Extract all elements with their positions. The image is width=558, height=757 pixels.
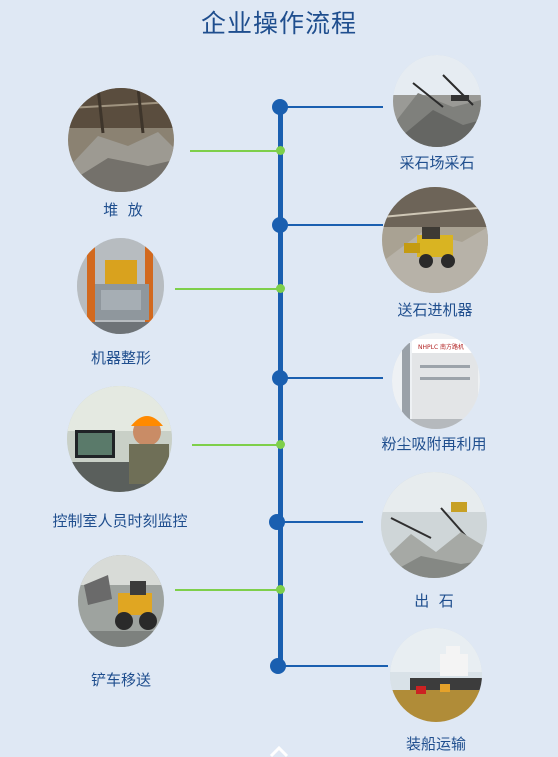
label-shaping: 机器整形 [90,349,151,367]
connector-monitor [192,444,280,446]
label-loader: 铲车移送 [90,671,151,689]
connector-dust [283,377,383,379]
label-quarry: 采石场采石 [399,154,475,172]
timeline-node-shipping [270,658,286,674]
connector-feed [283,224,383,226]
connector-shaping [175,288,280,290]
label-dust: 粉尘吸附再利用 [381,435,487,453]
page-title: 企业操作流程 [200,9,357,38]
label-feed: 送石进机器 [397,301,473,319]
timeline-node-loader [276,585,285,594]
label-stockpile: 堆 放 [103,201,143,219]
label-shipping: 装船运输 [405,735,466,753]
timeline-node-shaping [276,284,285,293]
connector-output [283,521,363,523]
photo-output [381,472,487,578]
connector-quarry [283,106,383,108]
photo-stockpile [68,88,174,192]
photo-feed [382,187,488,293]
sign-text-dust: NHPLC 南方路机 [418,343,464,351]
timeline-node-dust [272,370,288,386]
photo-monitor [67,386,172,492]
chevron-up-icon [269,745,289,757]
timeline-node-stockpile [276,146,285,155]
label-output: 出 石 [414,592,454,610]
connector-shipping [283,665,388,667]
photo-loader [78,555,164,647]
timeline-node-feed [272,217,288,233]
photo-dust: NHPLC 南方路机 [392,333,480,429]
photo-shaping [77,238,164,334]
connector-loader [175,589,280,591]
connector-stockpile [190,150,280,152]
label-monitor: 控制室人员时刻监控 [52,512,188,530]
photo-quarry [393,55,481,147]
timeline-node-monitor [276,440,285,449]
timeline-node-quarry [272,99,288,115]
photo-shipping [390,628,482,722]
timeline-node-output [269,514,285,530]
